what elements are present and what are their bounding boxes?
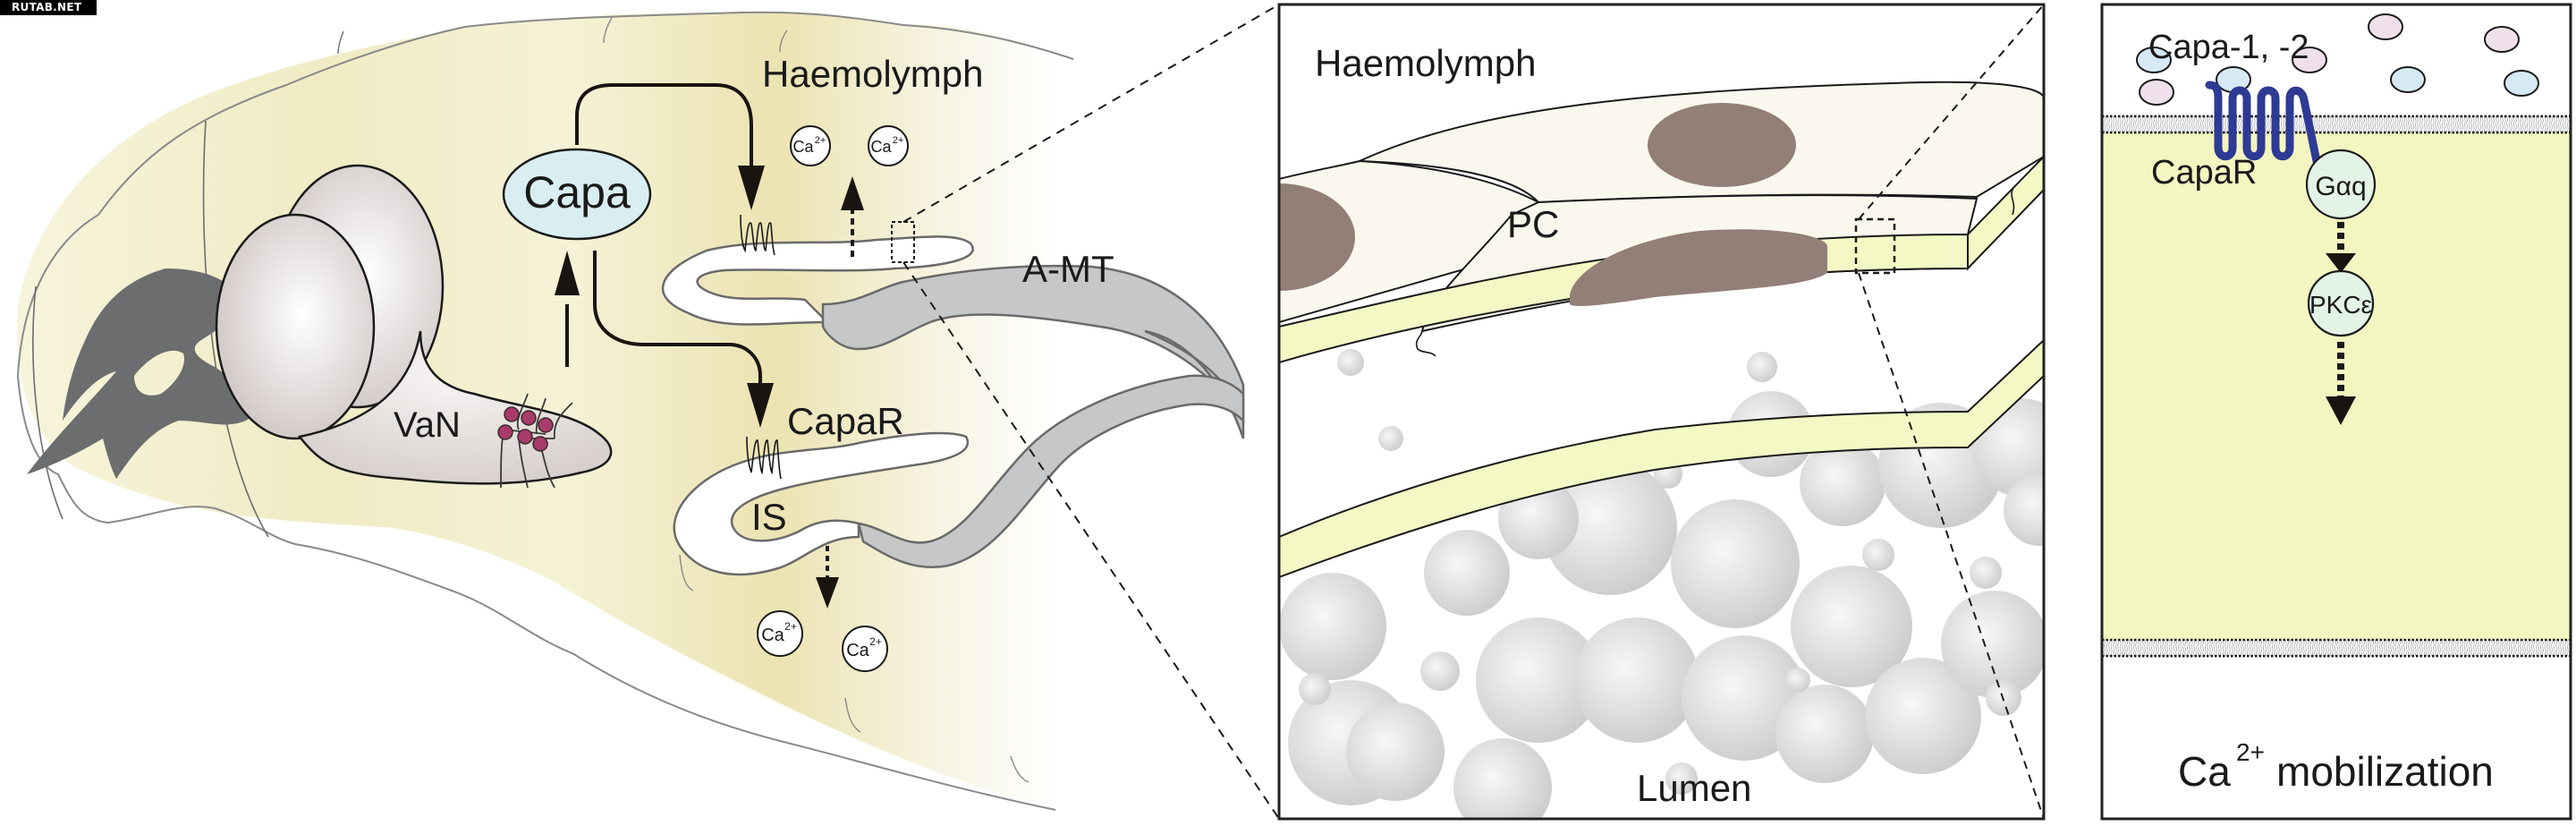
segment-line	[603, 15, 614, 44]
pc-label: PC	[1507, 203, 1559, 245]
is-tubule-gray	[857, 374, 1245, 569]
svg-text:2+: 2+	[893, 135, 904, 146]
signalling-frame	[2100, 3, 2572, 821]
svg-text:2+: 2+	[869, 635, 882, 648]
capa-1-ligand	[2390, 66, 2426, 93]
zoom-region-box-mid	[1854, 217, 1896, 275]
segment-line	[1010, 755, 1030, 783]
segment-line	[679, 554, 694, 592]
capar-receptor-coil	[740, 214, 775, 256]
neuron-soma	[504, 406, 520, 422]
projection-line-upper	[902, 4, 1280, 223]
secretion-arrowhead-up	[841, 176, 864, 210]
head-top-outline	[17, 11, 1074, 377]
amt-label: A-MT	[1022, 248, 1114, 290]
capa-to-is-arrowhead	[747, 383, 774, 428]
capa-2-ligand	[2292, 47, 2327, 73]
neuron-soma	[517, 429, 533, 445]
svg-text:2+: 2+	[815, 135, 826, 146]
neuron-soma	[521, 410, 537, 426]
svg-text:Ca: Ca	[2178, 748, 2231, 795]
cell-junction	[1415, 330, 1436, 357]
van-label: VaN	[394, 405, 461, 445]
nucleus-left	[1279, 183, 1355, 291]
pkc-label: PKCε	[2309, 291, 2372, 319]
svg-text:Ca: Ca	[846, 641, 869, 660]
secretion-arrowhead-down	[816, 577, 839, 609]
capa-2-ligand	[2484, 26, 2520, 53]
insect-head-panel: VaN Capa Ca 2+ Ca 2+	[17, 4, 1280, 820]
capa-2-ligand	[2368, 13, 2403, 40]
signalling-panel: CapaR Gαq PKCε Capa-1, -2 Ca 2+ mobiliza…	[2100, 3, 2572, 821]
basal-layer	[1279, 338, 2044, 579]
capa-1-ligand	[2504, 70, 2539, 97]
segment-line	[779, 30, 788, 53]
gaq-label: Gαq	[2315, 172, 2366, 201]
capa-to-is-arrow	[593, 251, 762, 385]
epithelium-frame	[1277, 3, 2046, 821]
principal-cell-left	[1279, 159, 1540, 324]
capa-ligands	[2136, 13, 2539, 106]
svg-text:Ca: Ca	[792, 138, 814, 156]
is-tubule-clear	[673, 431, 970, 576]
nucleus-pc	[1570, 229, 1827, 307]
is-label: IS	[751, 496, 787, 538]
pkc-epsilon	[2307, 269, 2375, 337]
haemolymph-label-left: Haemolymph	[762, 53, 983, 95]
ca-ion-top-1: Ca 2+	[790, 125, 831, 166]
brain-lobe-front	[215, 213, 376, 440]
capa-to-amt-arrow	[575, 83, 753, 170]
projection-line-mid-lower	[1858, 272, 2044, 819]
ligand-label: Capa-1, -2	[2148, 29, 2309, 66]
projection-line-mid-upper	[1858, 4, 2044, 220]
svg-text:mobilization: mobilization	[2276, 748, 2494, 795]
signal-arrowhead-1	[2326, 253, 2356, 273]
capar-receptor-coil-lower	[746, 436, 782, 480]
epithelium-panel: Haemolymph PC Lumen	[1277, 3, 2046, 821]
capa-label: Capa	[523, 167, 631, 217]
neuron-soma	[532, 436, 548, 452]
capar-receptor	[2205, 81, 2321, 166]
nucleus-back	[1648, 103, 1796, 187]
watermark: RUTAB.NET	[0, 0, 97, 15]
svg-text:2+: 2+	[2236, 738, 2265, 766]
outcome-label: Ca 2+ mobilization	[2178, 738, 2494, 795]
lumen-label: Lumen	[1637, 767, 1751, 809]
capa-2-ligand	[2139, 79, 2174, 106]
capa-1-ligand	[2136, 47, 2172, 73]
amt-tubule-clear	[661, 235, 974, 326]
release-arrow-head	[555, 251, 580, 295]
neuron-soma	[538, 417, 554, 433]
neuron-soma	[497, 424, 513, 440]
head-bottom-outline	[17, 375, 1056, 811]
ca-ion-bottom-1: Ca 2+	[757, 610, 803, 657]
svg-text:Ca: Ca	[870, 138, 892, 156]
capar-label-right: CapaR	[2151, 154, 2257, 192]
cell-junction	[2011, 187, 2015, 216]
lumen-vesicles	[1279, 349, 2044, 819]
svg-text:2+: 2+	[784, 620, 797, 633]
haemolymph-label-mid: Haemolymph	[1315, 42, 1536, 84]
segment-line	[844, 697, 861, 733]
ca-ion-bottom-2: Ca 2+	[842, 626, 888, 672]
segment-line	[202, 120, 269, 538]
capa-hormone	[502, 148, 652, 241]
svg-text:Ca: Ca	[761, 626, 784, 645]
capar-label-left: CapaR	[787, 400, 904, 442]
segment-line	[32, 285, 64, 520]
gaq-protein	[2305, 149, 2377, 220]
signal-arrowhead-2	[2326, 396, 2356, 425]
segment-line	[337, 30, 344, 55]
van-neuron-somata	[497, 406, 554, 452]
tentorium	[27, 268, 268, 479]
capa-to-amt-arrowhead	[738, 166, 765, 210]
amt-tubule-gray	[821, 264, 1245, 439]
ca-ion-top-2: Ca 2+	[868, 125, 909, 166]
